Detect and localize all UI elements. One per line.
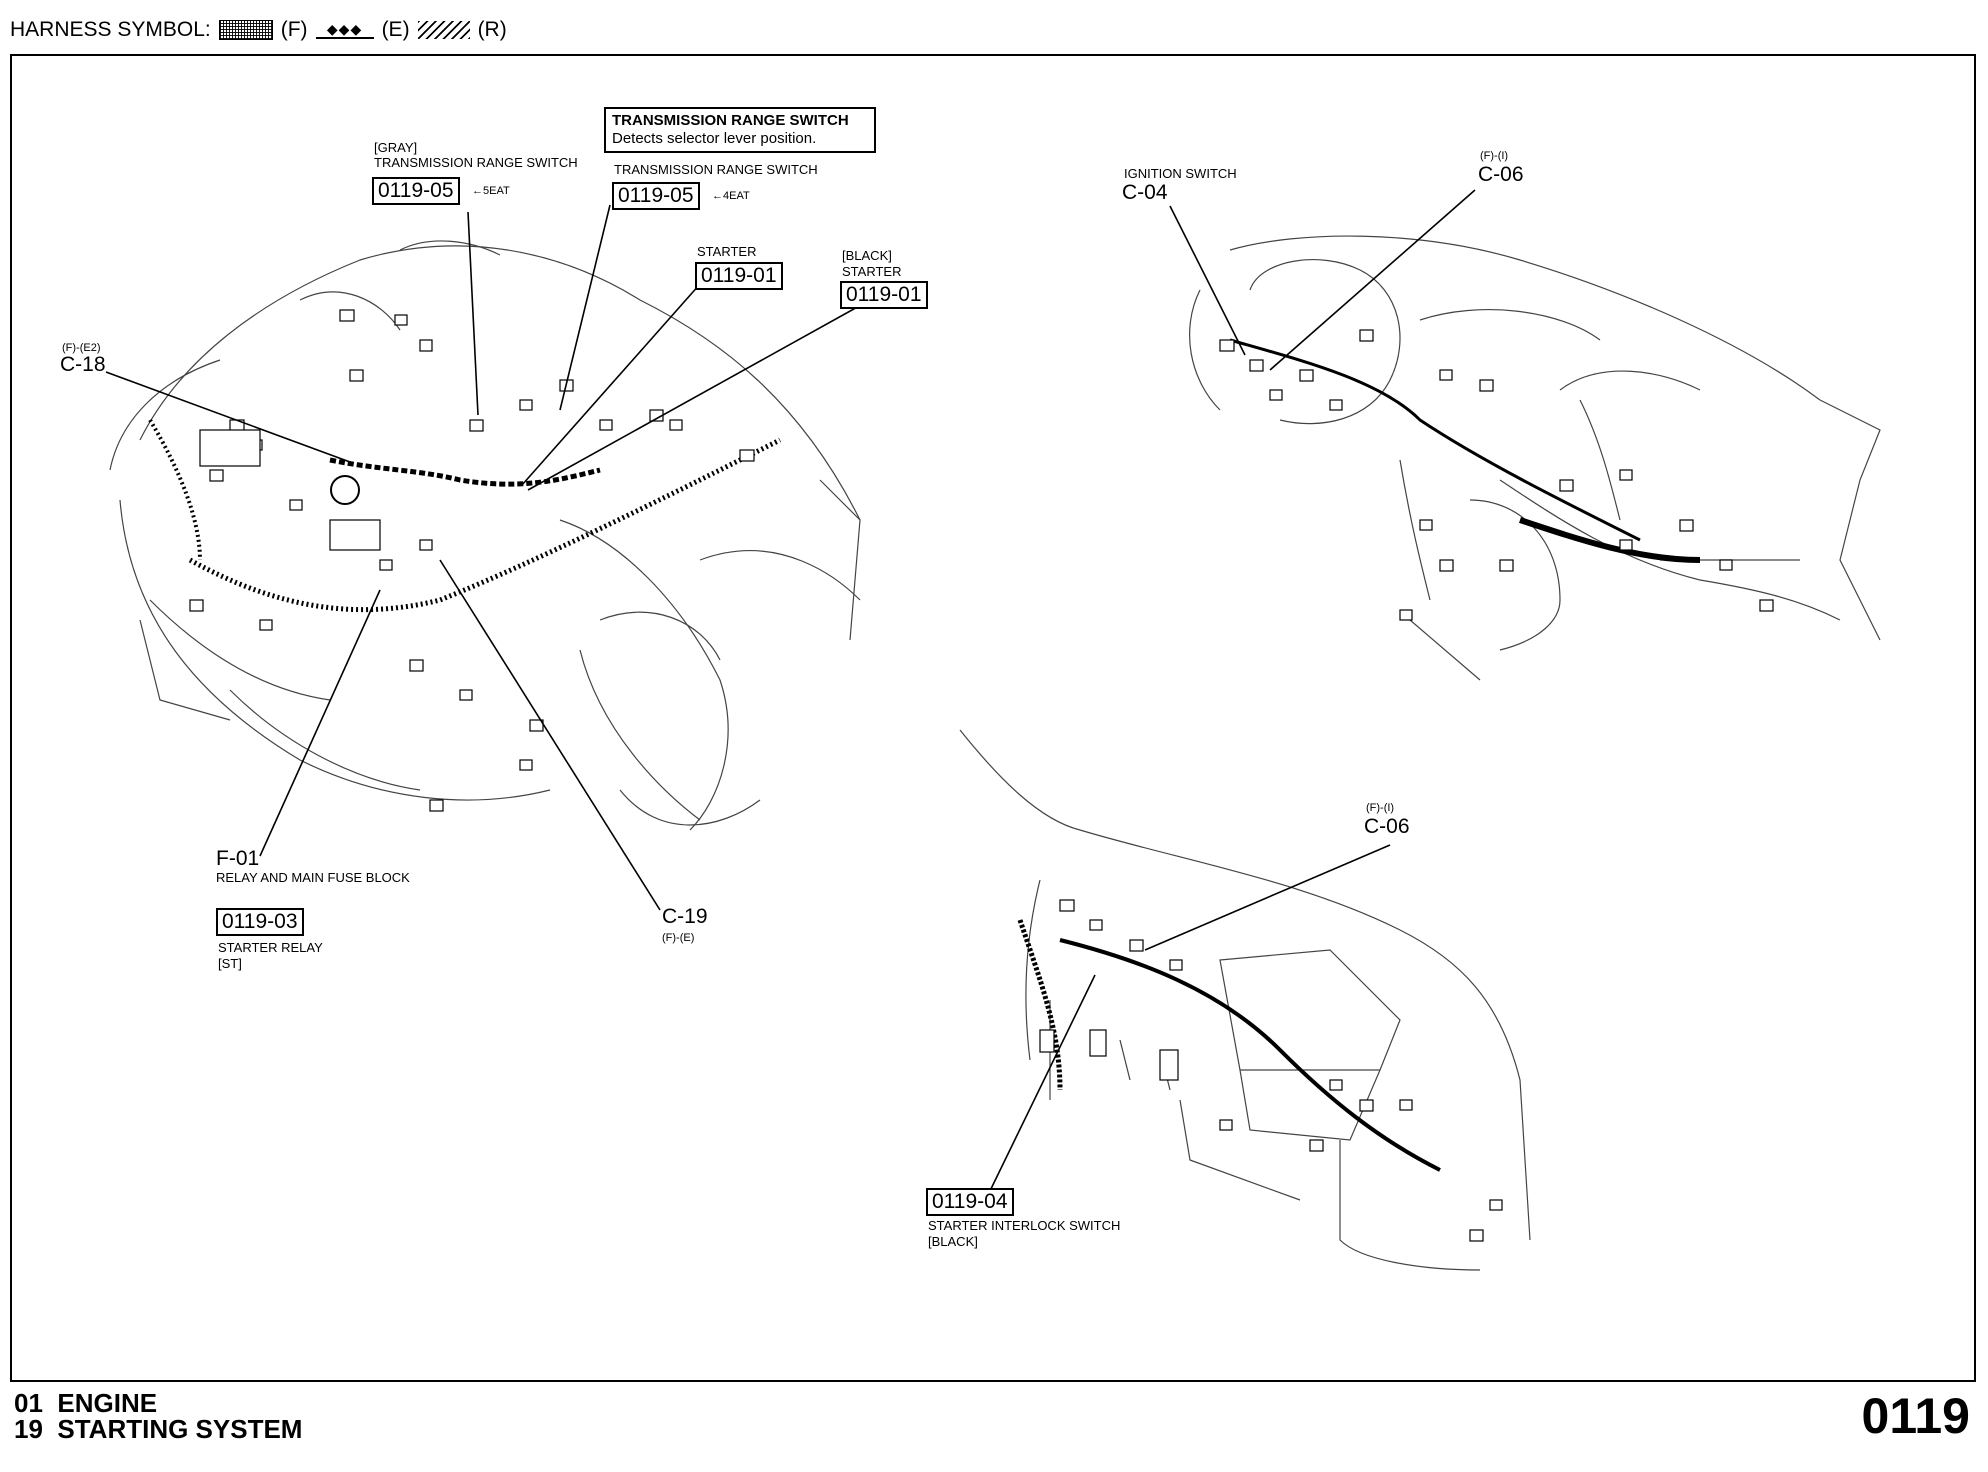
engine-harness-line <box>329 457 601 487</box>
pedal-connectors <box>1039 899 1503 1242</box>
f01-connector-id[interactable]: F-01 <box>216 847 260 870</box>
starter-name-label: STARTER <box>697 244 757 259</box>
section-footer: 01 ENGINE 19 STARTING SYSTEM <box>14 1390 302 1442</box>
footer-engine-text: ENGINE <box>57 1388 158 1418</box>
starter-relay-code-box[interactable]: 0119-03 <box>216 908 304 936</box>
trs-gray-code-box[interactable]: 0119-05 <box>372 177 460 205</box>
engine-harness-swatch-icon: ◆◆◆ <box>315 21 374 39</box>
leader-lines <box>105 189 1476 1196</box>
starter-motor-icon <box>330 475 360 505</box>
starter-black-code-box[interactable]: 0119-01 <box>840 281 928 309</box>
c06a-harness-label: (F)-(I) <box>1480 150 1509 162</box>
diagram-frame <box>10 54 1976 1382</box>
dashboard-connectors <box>1219 329 1774 621</box>
harness-legend: HARNESS SYMBOL: (F) ◆◆◆ (E) (R) <box>10 18 507 42</box>
footer-line-starting: 19 STARTING SYSTEM <box>14 1416 302 1442</box>
interlock-name-label: STARTER INTERLOCK SWITCH <box>928 1218 1121 1233</box>
legend-prefix: HARNESS SYMBOL: <box>10 18 211 41</box>
front-harness-line-2 <box>148 418 202 561</box>
front-harness-line <box>188 437 782 613</box>
c18-harness-label: (F)-(E2) <box>62 342 101 354</box>
c18-connector-id[interactable]: C-18 <box>60 353 106 376</box>
trs-variant-label: ←4EAT <box>712 190 750 202</box>
footer-starting-text: STARTING SYSTEM <box>57 1414 303 1444</box>
transmission-range-switch-tooltip: TRANSMISSION RANGE SWITCH Detects select… <box>604 107 876 153</box>
footer-engine-num: 01 <box>14 1388 43 1418</box>
page-number: 0119 <box>1861 1388 1970 1444</box>
f01-name-label: RELAY AND MAIN FUSE BLOCK <box>216 870 410 885</box>
ignition-switch-name-label: IGNITION SWITCH <box>1124 166 1237 181</box>
starter-black-name-label: STARTER <box>842 264 902 279</box>
rear-harness-swatch-icon <box>417 21 470 39</box>
starter-relay-name-label: STARTER RELAY <box>218 940 323 955</box>
front-harness-swatch-icon <box>218 20 273 40</box>
interlock-sub-label: [BLACK] <box>928 1234 978 1249</box>
c04-connector-id[interactable]: C-04 <box>1122 181 1168 204</box>
c06a-connector-id[interactable]: C-06 <box>1478 163 1524 186</box>
engine-bay-drawing <box>109 240 861 831</box>
pedal-harness-line-2 <box>1059 938 1441 1172</box>
starter-code-box[interactable]: 0119-01 <box>695 262 783 290</box>
starter-relay-sub-label: [ST] <box>218 956 242 971</box>
pedal-area-drawing <box>959 729 1531 1271</box>
trs-code-box[interactable]: 0119-05 <box>612 182 700 210</box>
trs-gray-color-label: [GRAY] <box>374 140 418 155</box>
tooltip-title: TRANSMISSION RANGE SWITCH <box>612 112 849 129</box>
legend-r-label: (R) <box>477 18 507 41</box>
engine-connectors <box>189 309 755 812</box>
c06b-harness-label: (F)-(I) <box>1366 802 1395 814</box>
tooltip-description: Detects selector lever position. <box>612 130 817 147</box>
starter-black-color-label: [BLACK] <box>842 248 892 263</box>
instrument-harness-line-2 <box>1519 517 1701 563</box>
legend-e-label: (E) <box>381 18 410 41</box>
c06b-connector-id[interactable]: C-06 <box>1364 815 1410 838</box>
legend-f-label: (F) <box>280 18 308 41</box>
pedal-harness-line <box>1017 919 1063 1091</box>
trs-name-label: TRANSMISSION RANGE SWITCH <box>614 162 818 177</box>
footer-starting-num: 19 <box>14 1414 43 1444</box>
trs-gray-name-label: TRANSMISSION RANGE SWITCH <box>374 155 578 170</box>
dashboard-drawing <box>1189 235 1881 681</box>
c19-connector-id[interactable]: C-19 <box>662 905 708 928</box>
footer-line-engine: 01 ENGINE <box>14 1390 302 1416</box>
instrument-harness-line <box>1229 338 1641 542</box>
interlock-code-box[interactable]: 0119-04 <box>926 1188 1014 1216</box>
c19-harness-label: (F)-(E) <box>662 932 695 944</box>
trs-gray-variant-label: ←5EAT <box>472 185 510 197</box>
